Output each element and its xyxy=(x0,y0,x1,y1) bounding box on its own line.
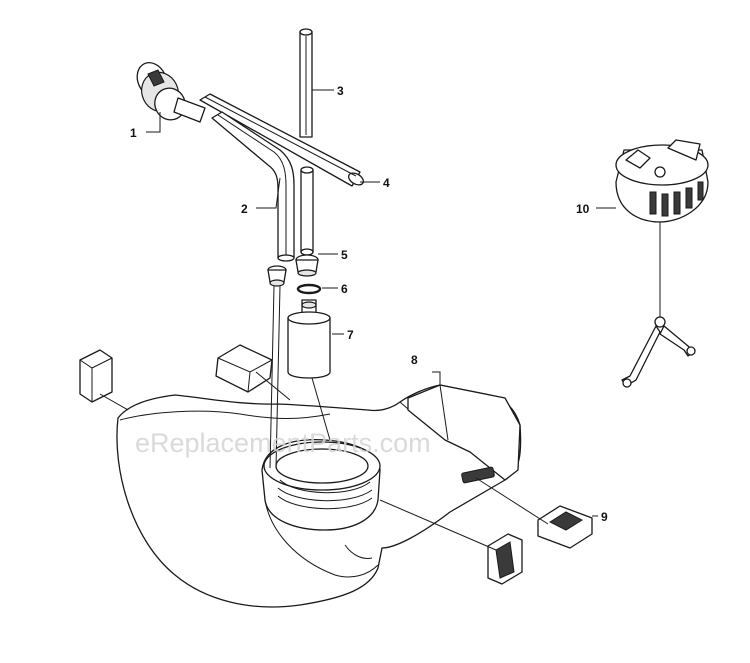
grommet-right[interactable] xyxy=(295,254,319,277)
watermark-text: eReplacementParts.com xyxy=(135,428,431,458)
vent-hose[interactable] xyxy=(199,93,365,187)
fuel-tank[interactable] xyxy=(116,384,522,608)
callout-10: 10 xyxy=(576,202,590,216)
callout-5: 5 xyxy=(341,248,348,262)
inner-hose[interactable] xyxy=(300,166,314,256)
rubber-mount-top-left[interactable] xyxy=(79,349,113,403)
callout-3: 3 xyxy=(337,84,344,98)
cap-tether[interactable] xyxy=(621,222,696,388)
callout-1: 1 xyxy=(130,126,137,140)
callout-4: 4 xyxy=(383,176,390,190)
vent-valve[interactable] xyxy=(132,58,206,125)
leader-lines xyxy=(99,89,616,551)
fuel-hose[interactable] xyxy=(211,111,295,262)
callout-7: 7 xyxy=(347,328,354,342)
callout-9: 9 xyxy=(601,510,608,524)
grommet-left[interactable] xyxy=(267,265,287,287)
rubber-mount-top-center[interactable] xyxy=(215,344,273,393)
rubber-mount-bottom-right[interactable] xyxy=(537,505,593,549)
callout-8: 8 xyxy=(411,353,418,367)
return-hose[interactable] xyxy=(299,28,313,138)
rubber-mount-bottom-center[interactable] xyxy=(487,533,523,585)
pickup-lines xyxy=(269,285,331,469)
callout-2: 2 xyxy=(241,202,248,216)
callout-6: 6 xyxy=(341,282,348,296)
fuel-filter[interactable] xyxy=(287,299,331,379)
o-ring[interactable] xyxy=(296,283,322,295)
fuel-cap[interactable] xyxy=(615,139,709,223)
